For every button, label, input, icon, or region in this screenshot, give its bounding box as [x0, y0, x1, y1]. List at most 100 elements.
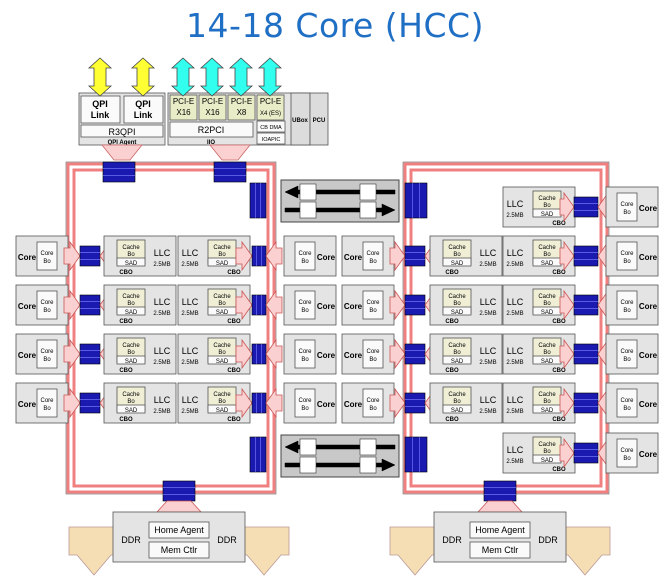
buffer-box: [359, 183, 377, 201]
llc-label: LLC: [507, 395, 524, 405]
cbo-label: CBO: [227, 319, 241, 325]
bo-label: Bo: [218, 350, 226, 356]
ring-stop: [79, 245, 101, 267]
core-ring-arrow-icon: [389, 338, 406, 370]
ring-stop: [249, 436, 267, 473]
cbo-label: CBO: [552, 319, 566, 325]
bo-label: Bo: [623, 308, 631, 314]
ring-stop-fill: [79, 343, 101, 365]
qpi-link-label: Link: [134, 110, 153, 120]
core-label: Core: [344, 302, 363, 311]
bo-label: Bo: [218, 399, 226, 405]
sad-label: SAD: [125, 359, 138, 365]
ddr-arrow-icon: [68, 526, 120, 576]
llc-label: LLC: [507, 346, 524, 356]
ring-stop-fill: [573, 294, 599, 316]
cbo-label: CBO: [552, 467, 566, 473]
core-label: Core: [639, 351, 658, 360]
bo-label: Bo: [453, 350, 461, 356]
sad-box: [116, 257, 146, 267]
sad-label: SAD: [541, 261, 554, 267]
sad-label: SAD: [541, 212, 554, 218]
pcie-arrow-icon: [199, 57, 225, 97]
ring-stop: [251, 343, 267, 365]
cbo-label: CBO: [227, 417, 241, 423]
ring-stop-fill: [404, 392, 426, 414]
core-label: Core: [639, 302, 658, 311]
bo-label: Bo: [453, 252, 461, 258]
qpi-link-label: Link: [91, 110, 110, 120]
llc-label: LLC: [182, 248, 199, 258]
sad-box: [116, 306, 146, 316]
sad-box: [116, 404, 146, 414]
bo-label: Bo: [543, 350, 551, 356]
llc-label: LLC: [154, 395, 171, 405]
pcie-arrow-icon: [170, 57, 196, 97]
cache-label: Cache: [538, 245, 556, 251]
cbo-label: CBO: [552, 417, 566, 423]
pcie-arrow-icon: [257, 57, 283, 97]
cb-dma-label: CB DMA: [260, 125, 282, 131]
bo-label: Bo: [543, 252, 551, 258]
llc-label: LLC: [154, 346, 171, 356]
ring-stop: [251, 245, 267, 267]
llc-ring-arrow-icon: [559, 240, 575, 272]
core-bo-box: [294, 339, 316, 369]
cbo-label: CBO: [119, 368, 133, 374]
core-small-label: Core: [40, 300, 54, 306]
llc-ring-arrow-icon: [559, 437, 575, 469]
bo-label: Bo: [369, 406, 377, 412]
llc-label: LLC: [154, 297, 171, 307]
ring-stop: [102, 161, 136, 183]
sad-label: SAD: [451, 261, 464, 267]
pcie-label: PCI-E: [202, 97, 223, 106]
llc-label: LLC: [182, 297, 199, 307]
llc-size-label: 2.5MB: [181, 311, 198, 317]
ring-stop-fill: [573, 245, 599, 267]
ring-stop: [249, 182, 267, 219]
mem-connector: [477, 500, 523, 513]
llc-label: LLC: [154, 248, 171, 258]
bo-label: Bo: [543, 203, 551, 209]
core-ring-arrow-icon: [63, 338, 81, 370]
core-small-label: Core: [620, 349, 634, 355]
llc-size-label: 2.5MB: [153, 409, 170, 415]
cache-label: Cache: [448, 343, 466, 349]
cbo-label: CBO: [445, 417, 459, 423]
llc-size-label: 2.5MB: [479, 360, 496, 366]
home-agent-label: Home Agent: [475, 525, 525, 535]
mem-ctlr-label: Mem Ctlr: [161, 545, 198, 555]
sad-box: [116, 355, 146, 365]
ioapic-box: [256, 132, 286, 145]
ring-stop-fill: [79, 392, 101, 414]
core-small-label: Core: [620, 448, 634, 454]
pcu-label: PCU: [313, 118, 326, 124]
iio-connector: [209, 144, 251, 161]
cbo-label: CBO: [552, 368, 566, 374]
cbo-label: CBO: [552, 270, 566, 276]
sad-label: SAD: [451, 310, 464, 316]
qpi-link-label: QPI: [92, 99, 108, 109]
bo-label: Bo: [43, 259, 51, 265]
core-label: Core: [18, 351, 37, 360]
llc-label: LLC: [507, 248, 524, 258]
ring-stop: [251, 294, 267, 316]
core-label: Core: [344, 253, 363, 262]
qpi-link-box-1: [80, 95, 121, 124]
ring-stop: [573, 392, 599, 414]
pcie-label: PCI-E: [173, 97, 194, 106]
core-bo-box: [36, 241, 58, 271]
core-small-label: Core: [40, 349, 54, 355]
ring-stop: [162, 480, 196, 502]
cache-label: Cache: [122, 245, 140, 251]
core-label: Core: [317, 302, 336, 311]
pcie-width-label: X8: [237, 108, 247, 117]
llc-label: LLC: [507, 297, 524, 307]
mem-ctlr-box: [469, 541, 531, 559]
ioapic-label: IOAPIC: [262, 137, 281, 143]
core-small-label: Core: [366, 349, 380, 355]
cache-label: Cache: [213, 294, 231, 300]
cache-label: Cache: [448, 294, 466, 300]
qpi-connector: [101, 144, 143, 161]
